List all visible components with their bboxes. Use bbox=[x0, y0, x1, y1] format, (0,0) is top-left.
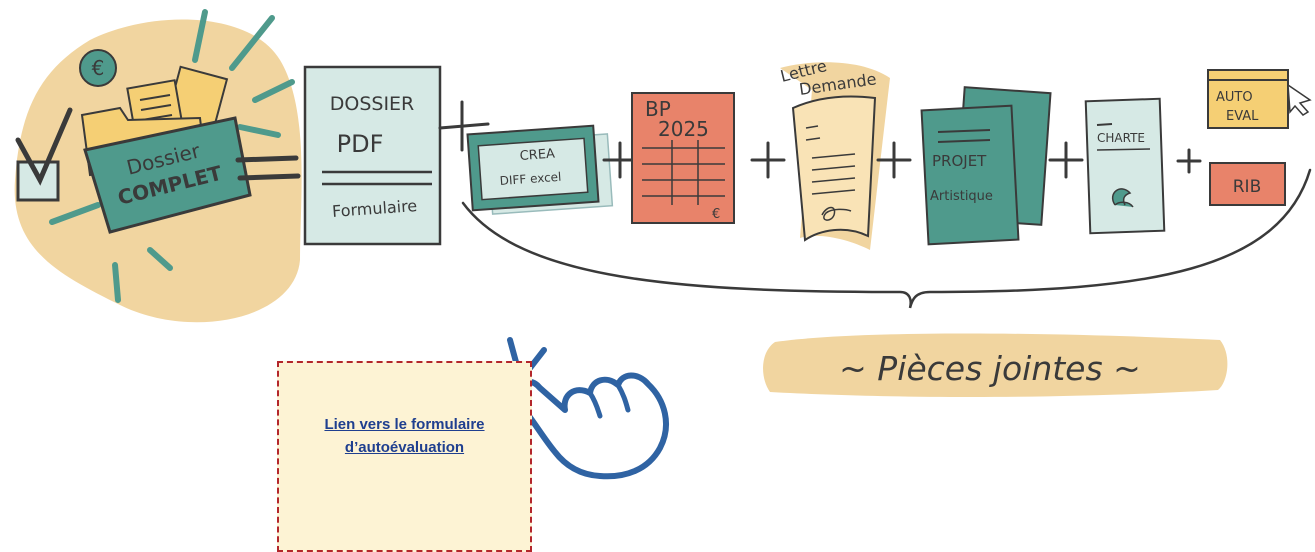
pointing-hand-knuckles bbox=[587, 382, 631, 419]
letter-document: Lettre Demande bbox=[778, 56, 890, 250]
autoeval-label-line1: AUTO bbox=[1216, 90, 1253, 105]
plus-sign-4 bbox=[876, 141, 912, 179]
cursor-icon bbox=[1287, 83, 1312, 116]
project-label-line1: PROJET bbox=[932, 152, 987, 170]
bp-label-line1: BP bbox=[645, 97, 671, 121]
signature-icon bbox=[821, 206, 852, 221]
autoeval-link-box: Lien vers le formulaire d’autoévaluation bbox=[277, 361, 532, 552]
equals-sign bbox=[235, 155, 301, 181]
attachments-brace bbox=[461, 168, 1312, 309]
plus-sign-2 bbox=[602, 141, 638, 179]
rib-document: RIB bbox=[1209, 162, 1286, 206]
pdf-label-line2: PDF bbox=[337, 130, 384, 158]
crea-label-line2: DIFF excel bbox=[499, 170, 562, 188]
autoeval-label-line2: EVAL bbox=[1226, 109, 1259, 124]
plus-sign-6 bbox=[1176, 148, 1202, 174]
euro-symbol: € bbox=[92, 56, 105, 80]
burst-lines bbox=[49, 9, 295, 303]
bp-budget-document: BP 2025 € bbox=[631, 92, 735, 224]
pointing-hand-icon bbox=[511, 372, 669, 480]
crea-label-line1: CREA bbox=[519, 147, 555, 164]
euro-icon: € bbox=[79, 49, 117, 87]
autoeval-window: AUTO EVAL bbox=[1207, 69, 1312, 129]
pdf-label-line1: DOSSIER bbox=[330, 93, 415, 115]
caption-text: ~ Pièces jointes ~ bbox=[839, 349, 1141, 388]
plus-sign-5 bbox=[1048, 141, 1084, 179]
rib-label: RIB bbox=[1233, 177, 1262, 197]
folder-front bbox=[83, 116, 252, 234]
bp-currency: € bbox=[712, 207, 720, 222]
pdf-form-document: DOSSIER PDF Formulaire bbox=[303, 65, 442, 246]
plus-sign-3 bbox=[750, 141, 786, 179]
charter-document: CHARTE bbox=[1084, 97, 1166, 235]
crea-diff-document: CREA DIFF excel bbox=[466, 124, 614, 215]
plus-sign-1 bbox=[438, 100, 490, 152]
caption-highlight bbox=[763, 333, 1228, 397]
autoeval-form-link[interactable]: Lien vers le formulaire d’autoévaluation bbox=[324, 416, 485, 456]
charter-label: CHARTE bbox=[1097, 131, 1145, 145]
project-label-line2: Artistique bbox=[930, 189, 993, 204]
leaf-icon bbox=[1111, 188, 1134, 208]
artistic-project-document: PROJET Artistique bbox=[920, 86, 1052, 246]
bp-label-line2: 2025 bbox=[658, 117, 709, 141]
check-icon bbox=[15, 107, 73, 202]
